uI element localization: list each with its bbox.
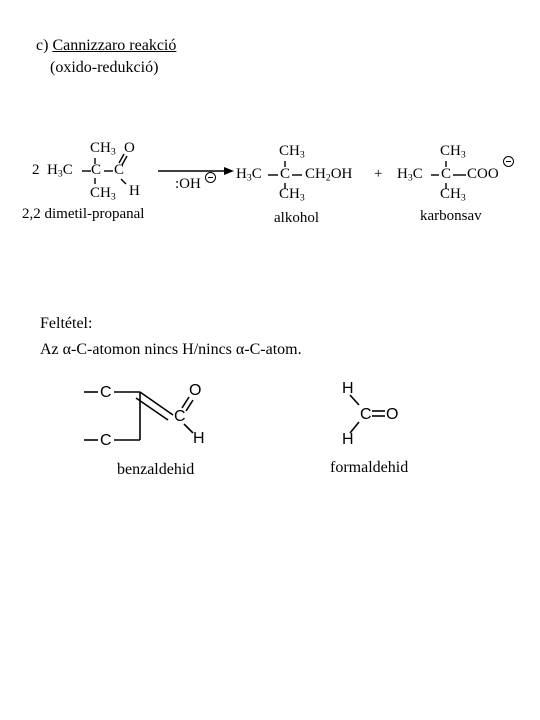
reactant-aldehyde-carbon: C [114,162,125,178]
section-prefix: c) [36,37,53,54]
formaldehyde-name: formaldehid [330,459,409,476]
section-heading: c) Cannizzaro reakció [36,38,176,54]
benzaldehyde-carbon-bottom: C [100,432,112,449]
reactant-central-carbon: C [91,162,102,178]
formaldehyde-hydrogen-bottom: H [342,431,354,448]
acid-central-carbon: C [441,166,452,182]
plus-sign: + [374,166,383,182]
reaction-subtitle: (oxido-redukció) [50,59,159,76]
benzaldehyde-oxygen: O [189,382,202,399]
benzaldehyde-aldehyde-carbon: C [174,408,186,425]
benzaldehyde-name: benzaldehid [117,461,195,478]
alcohol-h3c-group: H3C [236,166,262,184]
reactant-name: 2,2 dimetil-propanal [22,206,145,222]
reactant-methyl-bottom: CH3 [90,185,116,203]
alcohol-central-carbon: C [280,166,291,182]
formaldehyde-carbon: C [360,406,372,423]
reactant-oxygen: O [124,140,135,156]
reaction-title: Cannizzaro reakció [52,37,177,54]
acid-name: karbonsav [420,208,482,224]
carboxylate-minus-icon [503,156,514,167]
formaldehyde-hydrogen-top: H [342,380,354,397]
alcohol-methyl-top: CH3 [279,143,305,161]
reactant-h3c-group: H3C [47,162,73,180]
alcohol-methyl-bottom: CH3 [279,186,305,204]
reagent-hydroxide: :OH [175,176,201,192]
hydroxide-minus-icon [205,172,216,183]
reactant-methyl-top: CH3 [90,140,116,158]
acid-methyl-top: CH3 [440,143,466,161]
benzaldehyde-carbon-top: C [100,384,112,401]
reactant-coefficient: 2 [32,162,40,178]
condition-label: Feltétel: [40,315,93,332]
benzaldehyde-hydrogen: H [193,430,205,447]
condition-text: Az α-C-atomon nincs H/nincs α-C-atom. [40,341,302,358]
acid-carboxylate: COO [467,166,499,182]
alcohol-ch2oh-group: CH2OH [305,166,353,184]
formaldehyde-oxygen: O [386,406,399,423]
alcohol-name: alkohol [274,210,319,226]
acid-h3c-group: H3C [397,166,423,184]
reactant-hydrogen: H [129,183,140,199]
acid-methyl-bottom: CH3 [440,186,466,204]
